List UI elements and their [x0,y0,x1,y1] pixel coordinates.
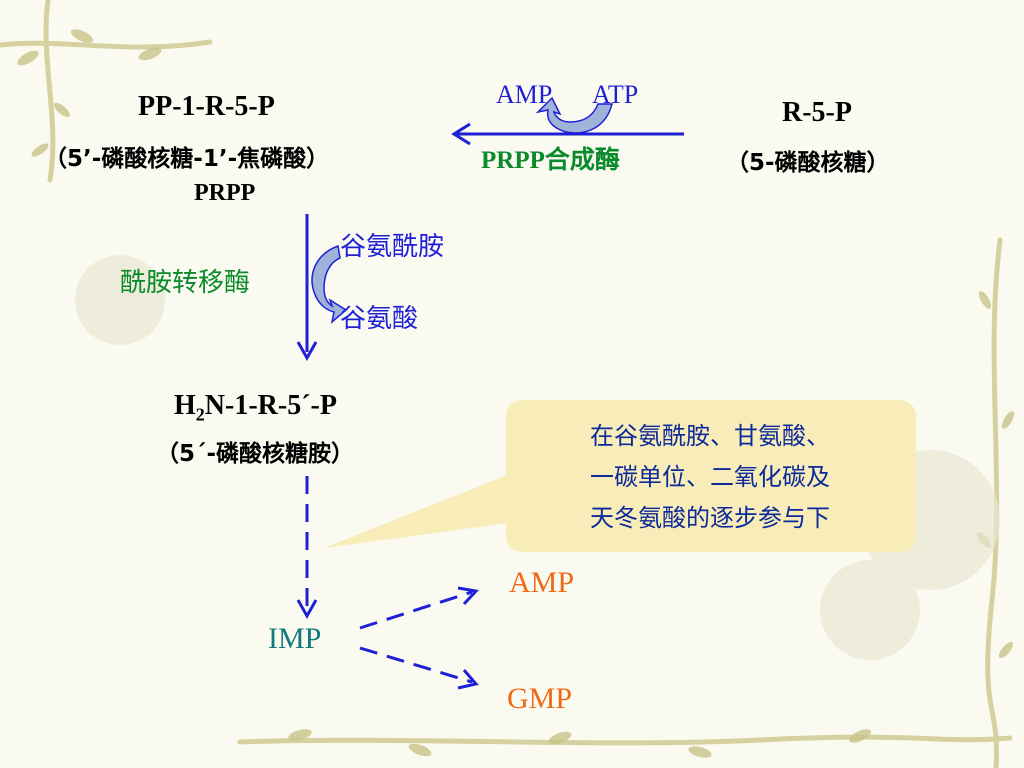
vine-right-stem [985,237,1003,768]
vine-bottom [237,734,1013,746]
phosphoribosylamine-name: （5´-磷酸核糖胺） [156,441,355,467]
amp-product-label: AMP [509,566,575,599]
arrow-imp-to-gmp-head [457,669,479,690]
gln-curl-arrow [311,244,348,324]
callout-text: 在谷氨酰胺、甘氨酸、 一碳单位、二氧化碳及 天冬氨酸的逐步参与下 [520,416,900,539]
r5p-full-name: （5-磷酸核糖） [726,150,890,176]
prpp-synthetase-label: PRPP合成酶 [481,147,620,174]
glutamate-label: 谷氨酸 [340,304,419,334]
bg-blossom-2 [820,560,920,660]
arrow-amine-to-imp-head [296,599,318,620]
vine-top-left [0,39,213,50]
vine-left-stem [43,0,56,183]
atp-curl-arrow [535,96,613,134]
arrow-imp-to-amp-head [457,586,479,606]
callout-line-3: 天冬氨酸的逐步参与下 [590,504,830,532]
prpp-short-name: PRPP [194,180,256,206]
formula-subscript: 2 [195,404,205,425]
arrow-r5p-to-prpp-head [451,122,471,146]
formula-rest: N-1-R-5´-P [204,390,337,421]
callout-box [506,400,916,552]
gmp-product-label: GMP [507,682,573,715]
arrow-imp-to-amp [359,590,473,630]
prpp-full-name: （5’-磷酸核糖-1’-焦磷酸） [44,146,330,172]
callout-line-1: 在谷氨酰胺、甘氨酸、 [590,422,830,450]
imp-label: IMP [268,622,322,655]
callout-line-2: 一碳单位、二氧化碳及 [590,463,830,491]
amidotransferase-label: 酰胺转移酶 [120,268,251,298]
r5p-abbreviation: R-5-P [782,97,852,128]
formula-h: H [174,390,196,421]
glutamine-label: 谷氨酰胺 [340,232,445,262]
callout-pointer [324,470,530,548]
amp-cofactor-label: AMP [496,80,553,109]
atp-cofactor-label: ATP [592,80,639,109]
arrow-imp-to-gmp [359,646,473,684]
bg-blossom-3 [75,255,165,345]
phosphoribosylamine-formula: H2N-1-R-5´-P [174,390,337,426]
arrow-prpp-to-amine-head [296,341,318,362]
prpp-abbreviation: PP-1-R-5-P [138,91,275,122]
